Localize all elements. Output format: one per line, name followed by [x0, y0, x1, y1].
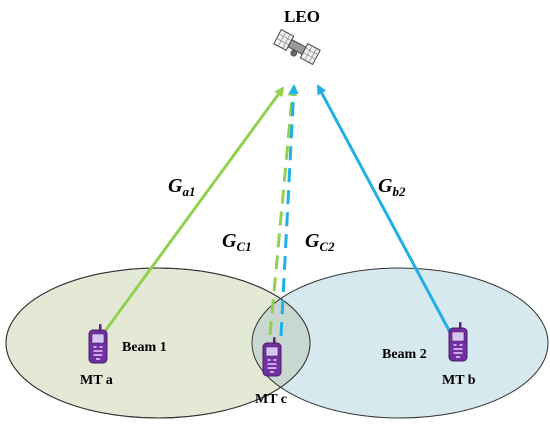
beam-2-label: Beam 2	[382, 347, 427, 362]
link-b2-arrow	[316, 84, 454, 337]
link-c1-arrow	[268, 86, 298, 336]
terminal-c-label: MT c	[255, 392, 287, 407]
mobile-terminal-c-icon	[262, 336, 282, 377]
beam-1-label: Beam 1	[122, 340, 167, 355]
link-label-a1: Ga1	[168, 175, 195, 199]
mobile-terminal-a-icon	[88, 323, 108, 364]
beam-1-outline	[5, 267, 311, 419]
link-label-b2: Gb2	[378, 175, 406, 199]
mobile-terminal-b-icon	[448, 321, 468, 362]
terminal-b-label: MT b	[442, 373, 476, 388]
satellite-label: LEO	[284, 7, 320, 26]
link-label-c2: GC2	[305, 230, 335, 254]
satellite-icon	[273, 28, 321, 66]
link-c2-arrow	[279, 84, 299, 337]
link-label-c1: GC1	[222, 230, 252, 254]
beam-overlap-region	[251, 268, 310, 418]
terminal-a-label: MT a	[80, 373, 113, 388]
link-a1-arrow	[98, 86, 285, 339]
